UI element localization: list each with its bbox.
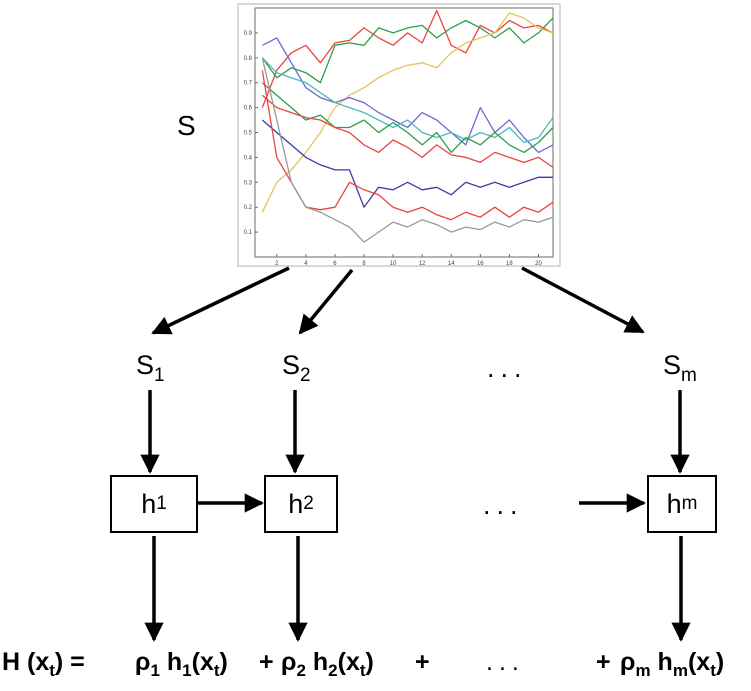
x-tick-label: 8 xyxy=(362,261,366,267)
learner-ellipsis: ... xyxy=(483,490,524,520)
subset-base: S xyxy=(282,350,301,380)
ensemble-formula: H (xt) = ρ1 h1(xt) + ρ2 h2(xt) + ... + ρ… xyxy=(2,650,751,684)
series-line-4 xyxy=(262,37,554,154)
y-tick-label: 0.2 xyxy=(244,205,253,211)
x-tick-label: 20 xyxy=(535,261,542,267)
subset-base: S xyxy=(663,350,682,380)
y-tick-label: 0.5 xyxy=(244,131,253,137)
dataset-label: S xyxy=(177,110,196,141)
learner-base: h xyxy=(666,488,682,519)
x-tick-label: 12 xyxy=(419,261,426,267)
series-line-5 xyxy=(261,57,554,144)
y-tick-label: 0.7 xyxy=(244,81,253,87)
formula-term-m: ρm hm(xt) xyxy=(620,648,725,680)
subset-index: 2 xyxy=(300,365,311,386)
chart-marks: 0.1 0.2 0.3 0.4 0.5 0.6 0.7 0.8 0.9 2 4 6 8 10 12 14 16 1… xyxy=(244,9,554,267)
y-tick-label: 0.6 xyxy=(244,106,253,112)
series-line-9 xyxy=(261,70,554,221)
x-tick-label: 2 xyxy=(275,261,279,267)
subset-label-1: S1 xyxy=(136,350,165,386)
y-tick-label: 0.4 xyxy=(244,155,253,161)
arrow-s-to-s2 xyxy=(298,268,354,335)
x-tick-label: 10 xyxy=(390,261,397,267)
formula-plus-1: + xyxy=(259,648,274,676)
learner-base: h xyxy=(288,488,304,519)
series-line-3 xyxy=(261,12,554,213)
learner-base: h xyxy=(141,488,157,519)
subset-label-2: S2 xyxy=(282,350,311,386)
formula-term-2: ρ2 h2(xt) xyxy=(281,648,374,680)
arrow-s-to-s1 xyxy=(151,266,290,335)
formula-plus-3: + xyxy=(596,648,611,676)
y-tick-label: 0.8 xyxy=(244,56,253,62)
series-line-2 xyxy=(261,17,554,84)
subset-base: S xyxy=(136,350,155,380)
plot-area xyxy=(254,7,554,258)
series-line-7 xyxy=(261,94,554,168)
x-tick-label: 18 xyxy=(506,261,513,267)
formula-lhs: H (xt) = xyxy=(2,648,85,680)
y-tick-label: 0.9 xyxy=(244,31,253,37)
series-line-1 xyxy=(261,9,554,108)
x-tick-label: 6 xyxy=(333,261,337,267)
series-line-8 xyxy=(261,119,553,208)
formula-plus-2: + xyxy=(415,648,430,676)
formula-ellipsis: ... xyxy=(486,648,525,676)
arrow-s-to-sm xyxy=(521,266,645,334)
subset-index: 1 xyxy=(154,365,165,386)
y-tick-label: 0.1 xyxy=(244,230,253,236)
x-tick-label: 16 xyxy=(477,261,484,267)
subset-ellipsis: ... xyxy=(487,353,528,383)
x-tick-label: 4 xyxy=(304,261,308,267)
x-tick-label: 14 xyxy=(448,261,455,267)
formula-term-1: ρ1 h1(xt) xyxy=(135,648,228,680)
y-tick-label: 0.3 xyxy=(244,180,253,186)
subset-index: m xyxy=(681,365,697,386)
subset-label-m: Sm xyxy=(663,350,697,386)
series-line-10 xyxy=(261,57,554,243)
